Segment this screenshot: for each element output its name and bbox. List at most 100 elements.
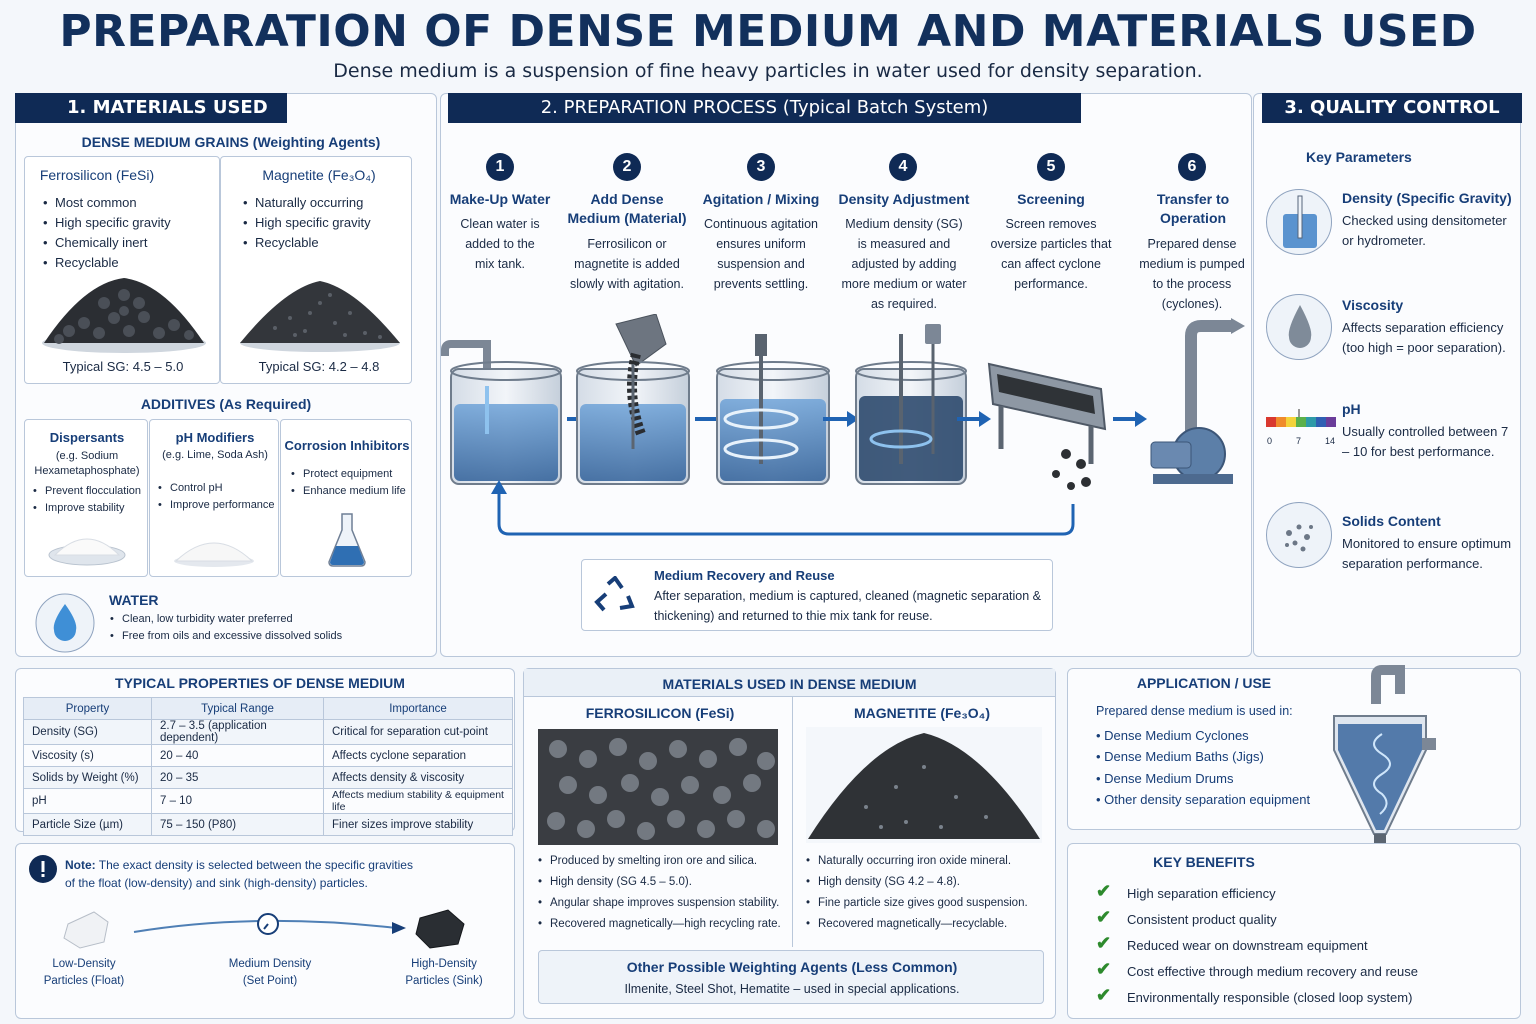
magnetite-bullets: Naturally occurring iron oxide mineral. … xyxy=(804,851,1056,935)
ph-modifiers-card: pH Modifiers (e.g. Lime, Soda Ash) Contr… xyxy=(149,419,279,577)
materials-used-heading: MATERIALS USED IN DENSE MEDIUM xyxy=(662,676,917,692)
list-item: High specific gravity xyxy=(41,213,171,233)
list-item: Most common xyxy=(41,193,171,213)
table-cell: 20 – 35 xyxy=(151,766,324,789)
table-cell: Affects medium stability & equipment lif… xyxy=(323,788,513,814)
key-parameters-label: Key Parameters xyxy=(1306,149,1412,165)
step-title: Add Dense Medium (Material) xyxy=(567,191,687,226)
magnetite-photo xyxy=(806,727,1042,843)
dispersants-example: (e.g. Sodium Hexametaphosphate) xyxy=(34,450,140,477)
properties-heading: TYPICAL PROPERTIES OF DENSE MEDIUM xyxy=(115,675,405,691)
ph-scale-icon xyxy=(1266,409,1336,427)
benefit-item: Environmentally responsible (closed loop… xyxy=(1127,990,1413,1005)
ferrosilicon-bullets: Most common High specific gravity Chemic… xyxy=(41,193,171,273)
ph-scale-min: 0 xyxy=(1267,436,1273,446)
ferrosilicon-title: Ferrosilicon (FeSi) xyxy=(39,167,155,183)
table-cell: 2.7 – 3.5 (application dependent) xyxy=(151,719,324,745)
step-number: 5 xyxy=(1037,153,1065,181)
magnetite-card: Magnetite (Fe₃O₄) Naturally occurring Hi… xyxy=(220,156,412,384)
ferrosilicon-photo xyxy=(538,729,778,845)
application-item: • Dense Medium Drums xyxy=(1096,771,1234,786)
table-cell: Particle Size (µm) xyxy=(23,813,152,836)
properties-table: Property Typical Range Importance Densit… xyxy=(23,697,513,836)
benefits-panel: KEY BENEFITS ✔ High separation efficienc… xyxy=(1067,843,1521,1019)
grains-heading: DENSE MEDIUM GRAINS (Weighting Agents) xyxy=(81,134,381,150)
table-cell: Viscosity (s) xyxy=(23,744,152,767)
table-cell: 7 – 10 xyxy=(151,788,324,814)
note-text: The exact density is selected between th… xyxy=(65,858,413,890)
info-alert-icon xyxy=(29,855,57,883)
qc-item-text: Monitored to ensure optimum separation p… xyxy=(1342,536,1512,571)
list-item: Prevent flocculation xyxy=(31,483,141,500)
qc-item-text: Usually controlled between 7 – 10 for be… xyxy=(1342,424,1509,459)
vibrating-screen xyxy=(987,362,1107,490)
table-cell: Affects cyclone separation xyxy=(323,744,513,767)
process-heading: 2. PREPARATION PROCESS (Typical Batch Sy… xyxy=(448,93,1081,123)
list-item: Naturally occurring xyxy=(241,193,371,213)
recycle-icon xyxy=(594,576,635,612)
step-number: 6 xyxy=(1178,153,1206,181)
qc-item-title: Viscosity xyxy=(1342,297,1404,313)
materials-heading: 1. MATERIALS USED xyxy=(15,93,287,123)
density-adjustment-tank xyxy=(855,324,967,485)
check-icon: ✔ xyxy=(1096,933,1112,953)
fesi-heading: FERROSILICON (FeSi) xyxy=(585,705,735,721)
benefit-item: Reduced wear on downstream equipment xyxy=(1127,938,1368,953)
water-bullets: Clean, low turbidity water preferred Fre… xyxy=(108,611,342,645)
step-description: Medium density (SG) is measured and adju… xyxy=(841,217,967,311)
qc-item-text: Checked using densitometer or hydrometer… xyxy=(1342,213,1507,248)
recovery-box: Medium Recovery and Reuse After separati… xyxy=(581,559,1053,631)
properties-panel: TYPICAL PROPERTIES OF DENSE MEDIUM Prope… xyxy=(15,668,515,836)
water-drop-icon xyxy=(35,593,95,653)
qc-item-title: Solids Content xyxy=(1342,513,1441,529)
step-description: Screen removes oversize particles that c… xyxy=(990,217,1112,291)
check-icon: ✔ xyxy=(1096,959,1112,979)
column-divider xyxy=(792,697,793,947)
table-cell: 75 – 150 (P80) xyxy=(151,813,324,836)
magnetite-title: Magnetite (Fe₃O₄) xyxy=(262,167,376,183)
list-item: Enhance medium life xyxy=(289,483,406,500)
lime-powder-image xyxy=(174,542,254,567)
density-scale-diagram xyxy=(63,909,465,949)
list-item: Recyclable xyxy=(41,253,171,273)
application-panel: APPLICATION / USE Prepared dense medium … xyxy=(1067,668,1521,830)
list-item: Improve performance xyxy=(156,497,275,514)
high-density-label: High-Density Particles (Sink) xyxy=(405,958,483,987)
medium-density-label: Medium Density (Set Point) xyxy=(228,958,312,987)
dispersants-bullets: Prevent flocculation Improve stability xyxy=(31,483,141,517)
table-cell: Solids by Weight (%) xyxy=(23,766,152,789)
other-agents-title: Other Possible Weighting Agents (Less Co… xyxy=(626,959,958,975)
step-description: Clean water is added to the mix tank. xyxy=(460,217,540,271)
benefits-heading: KEY BENEFITS xyxy=(1153,854,1255,870)
step-title: Transfer to Operation xyxy=(1156,191,1230,226)
qc-item-text: Affects separation efficiency (too high … xyxy=(1342,320,1506,355)
column-header: Importance xyxy=(323,697,513,720)
table-cell: Critical for separation cut-point xyxy=(323,719,513,745)
step-description: Prepared dense medium is pumped to the p… xyxy=(1139,237,1245,311)
qc-item-title: Density (Specific Gravity) xyxy=(1342,190,1512,206)
ph-modifiers-example: (e.g. Lime, Soda Ash) xyxy=(162,449,268,461)
table-cell: Density (SG) xyxy=(23,719,152,745)
benefit-item: High separation efficiency xyxy=(1127,886,1276,901)
magnetite-sg: Typical SG: 4.2 – 4.8 xyxy=(258,359,380,374)
viscosity-drop-icon xyxy=(1266,294,1332,360)
application-heading: APPLICATION / USE xyxy=(1136,675,1272,691)
check-icon: ✔ xyxy=(1096,907,1112,927)
make-up-water-tank xyxy=(441,340,562,485)
note-text-block: Note: The exact density is selected betw… xyxy=(65,856,425,892)
ferrosilicon-card: Ferrosilicon (FeSi) Most common High spe… xyxy=(24,156,220,384)
check-icon: ✔ xyxy=(1096,881,1112,901)
ph-modifiers-bullets: Control pH Improve performance xyxy=(156,480,275,514)
step-title: Screening xyxy=(1017,191,1085,207)
table-header-row: Property Typical Range Importance xyxy=(23,697,513,720)
table-row: Particle Size (µm)75 – 150 (P80)Finer si… xyxy=(23,813,513,836)
step-number: 3 xyxy=(747,153,775,181)
list-item: Naturally occurring iron oxide mineral. xyxy=(804,851,1056,872)
list-item: Produced by smelting iron ore and silica… xyxy=(536,851,791,872)
note-label: Note: xyxy=(65,858,96,872)
quality-heading: 3. QUALITY CONTROL xyxy=(1262,93,1522,123)
process-flow-diagram xyxy=(441,314,1245,536)
list-item: Recyclable xyxy=(241,233,371,253)
